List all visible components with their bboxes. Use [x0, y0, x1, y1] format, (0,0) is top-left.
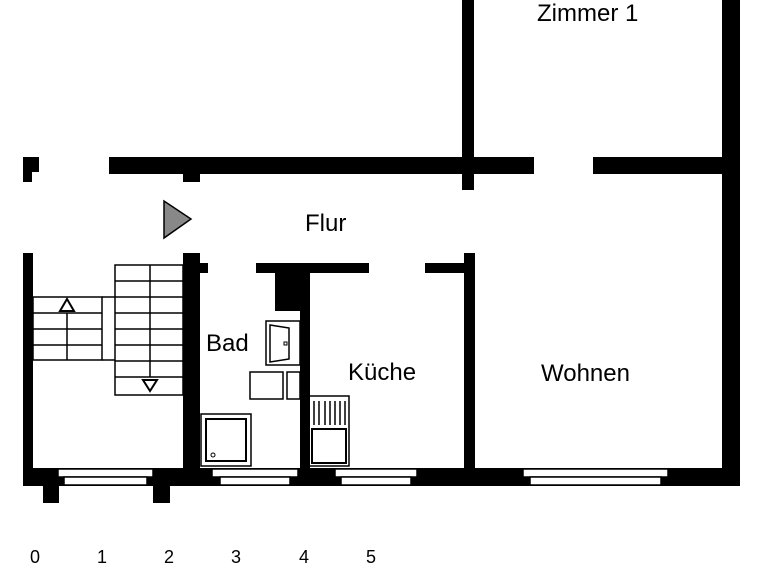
- room-label-wohnen: Wohnen: [541, 360, 630, 387]
- windows: [57, 468, 669, 486]
- scale-tick-1: 1: [97, 547, 108, 567]
- room-label-flur: Flur: [305, 210, 347, 237]
- scale-tick-0: 0: [30, 547, 41, 567]
- scale-tick-5: 5: [366, 547, 377, 567]
- window-kueche: [334, 468, 418, 486]
- entrance-arrow-icon: [163, 199, 193, 240]
- scale-tick-3: 3: [231, 547, 242, 567]
- stair-down-arrow-icon: [141, 379, 159, 393]
- room-label-bad: Bad: [206, 330, 249, 357]
- scale-tick-4: 4: [299, 547, 310, 567]
- window-wohnen: [522, 468, 669, 486]
- kitchen-stove: [308, 395, 350, 467]
- room-label-kueche: Küche: [348, 359, 417, 386]
- bad-fixtures: [200, 320, 301, 467]
- window-stairwell: [57, 468, 154, 486]
- stair-up-arrow-icon: [58, 297, 76, 312]
- staircase: [32, 264, 184, 396]
- scale-tick-2: 2: [164, 547, 175, 567]
- window-bad: [211, 468, 299, 486]
- room-label-zimmer-1: Zimmer 1: [537, 0, 639, 27]
- walls: [23, 0, 740, 503]
